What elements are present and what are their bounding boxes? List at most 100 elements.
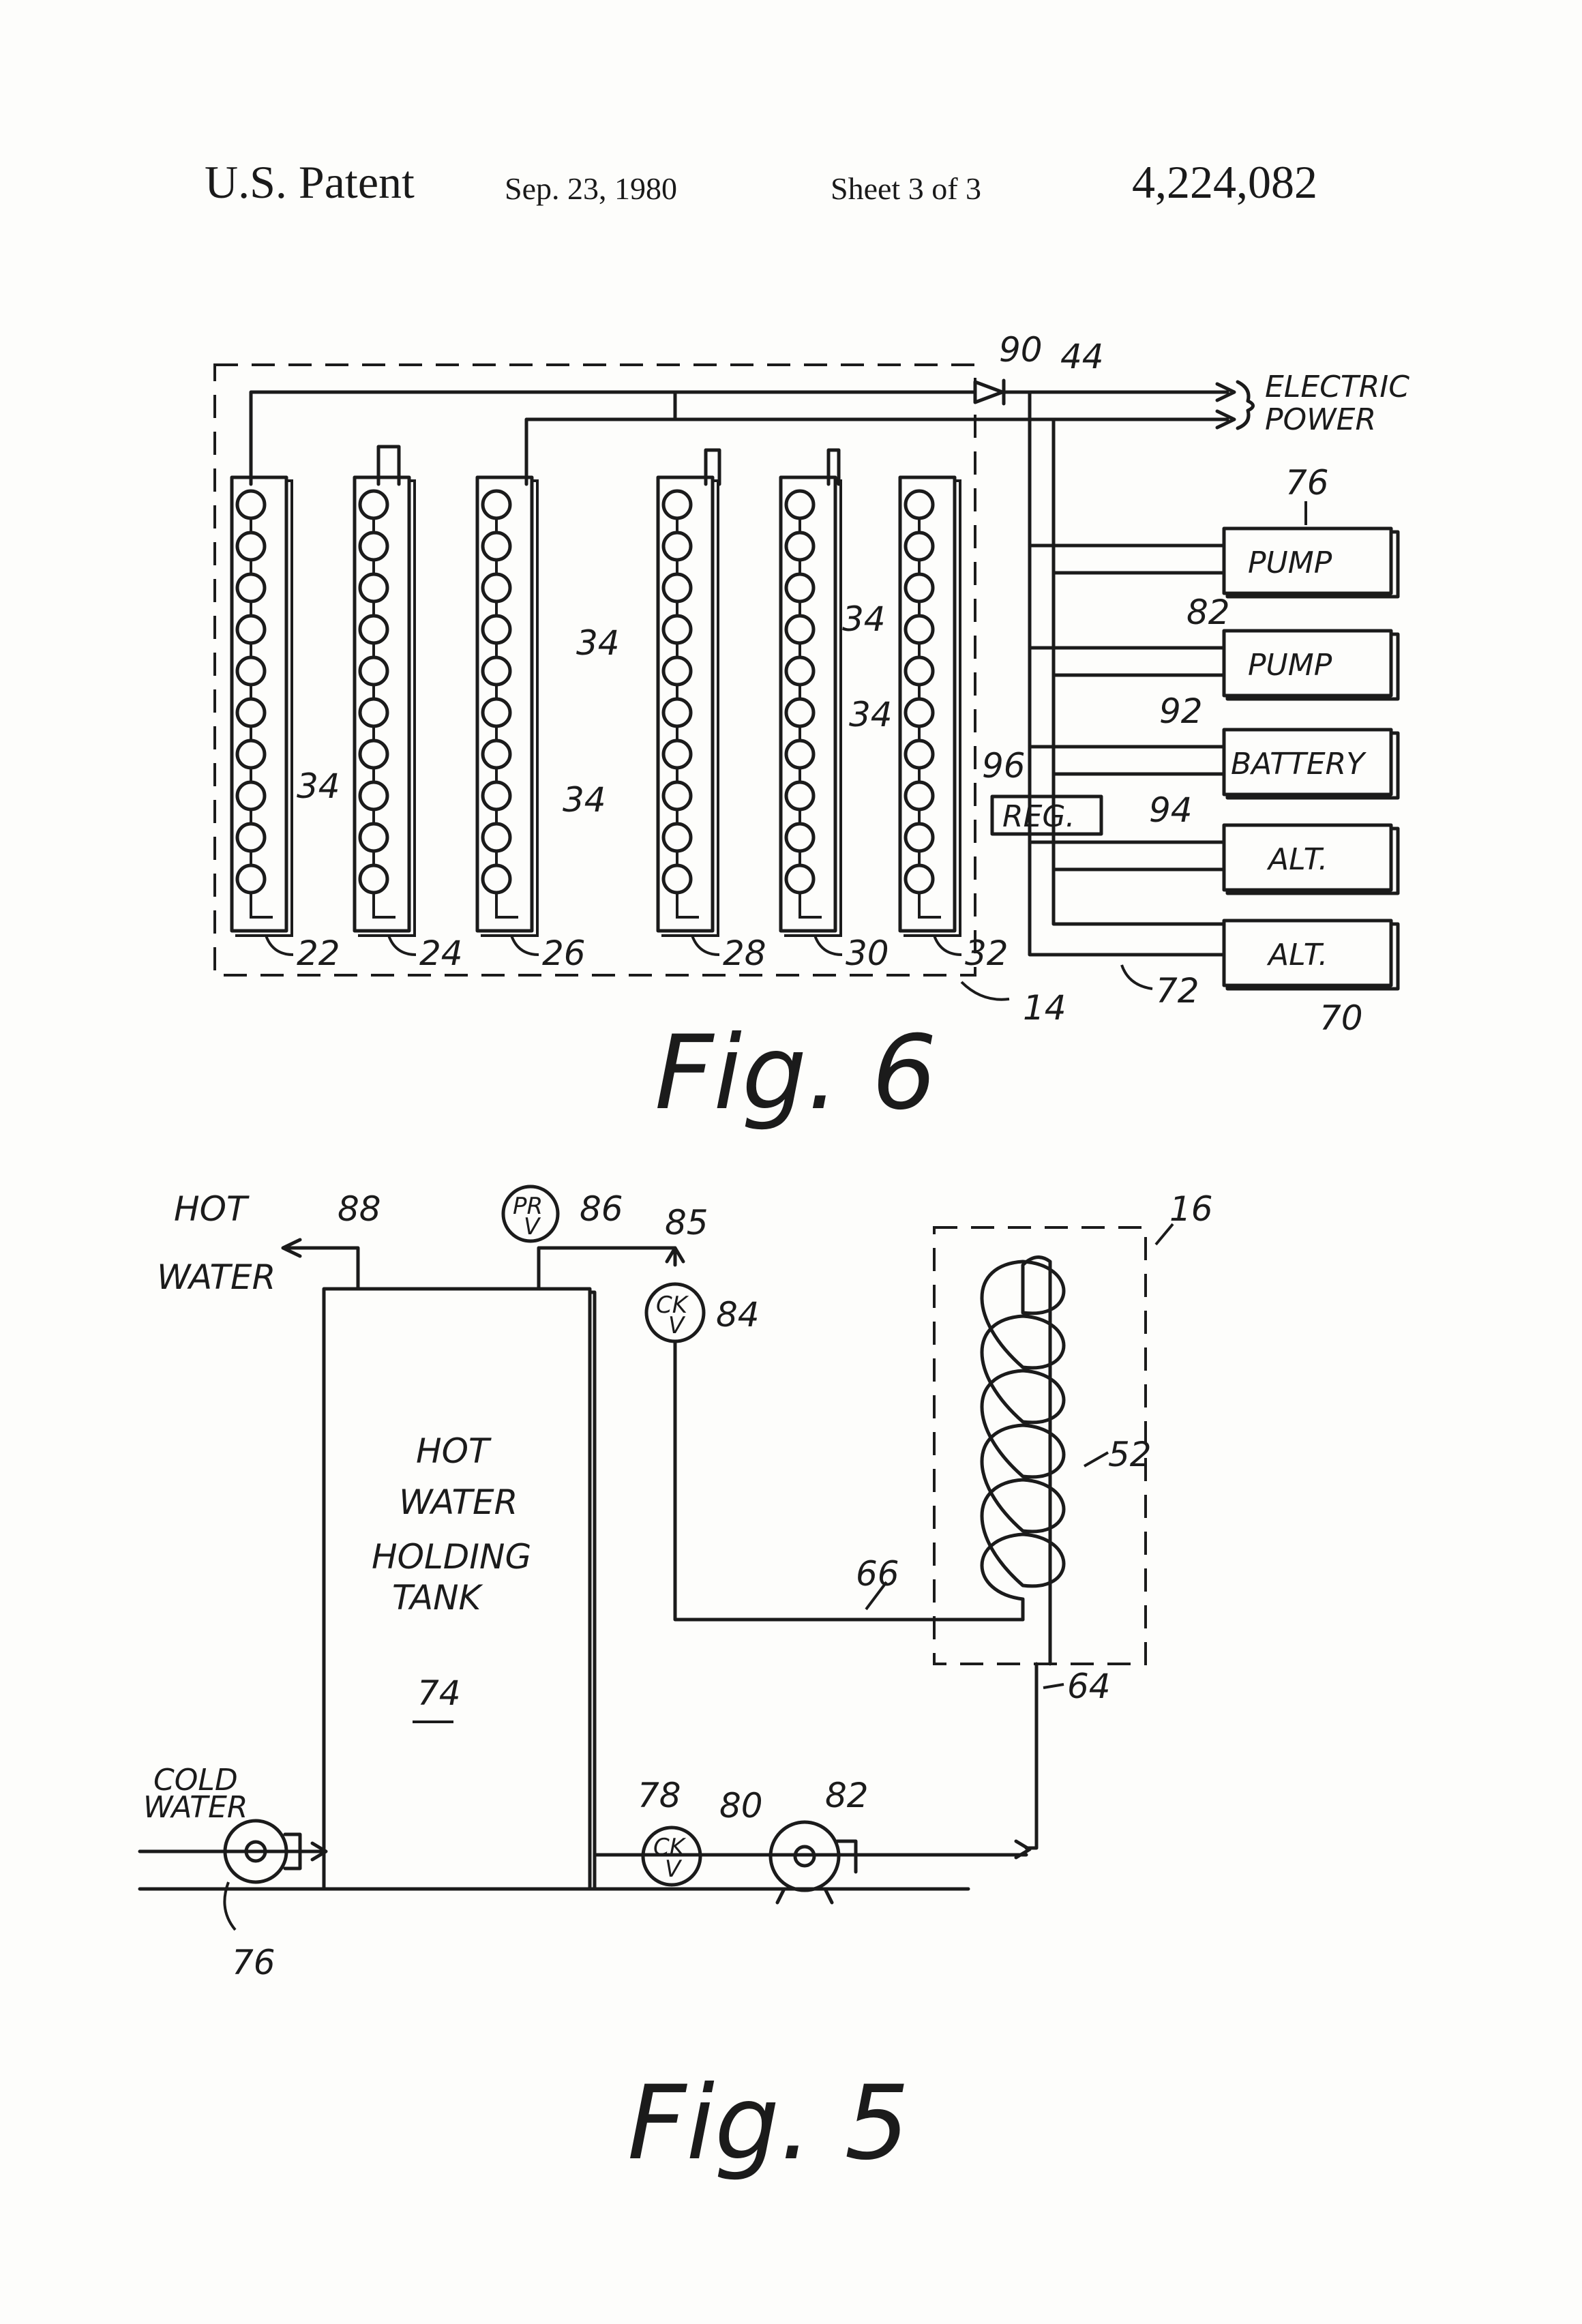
solar-cell bbox=[663, 657, 691, 685]
pump-82-label: PUMP bbox=[1248, 648, 1332, 683]
ref-86: 86 bbox=[580, 1189, 623, 1229]
power-label: POWER bbox=[1265, 402, 1376, 437]
ref-80: 80 bbox=[719, 1786, 763, 1826]
ref-92: 92 bbox=[1159, 691, 1203, 731]
solar-cell bbox=[786, 699, 814, 726]
panel-label-28: 28 bbox=[723, 934, 766, 973]
solar-cell bbox=[360, 865, 387, 893]
ckv84-label-bottom: V bbox=[668, 1312, 686, 1339]
ref-96: 96 bbox=[982, 746, 1026, 786]
solar-cell bbox=[786, 491, 814, 518]
tank-label-1: HOT bbox=[416, 1431, 492, 1471]
solar-cell bbox=[663, 782, 691, 809]
feed-line-secondary bbox=[1054, 419, 1224, 924]
ref-16: 16 bbox=[1169, 1189, 1213, 1229]
alt-70-label: ALT. bbox=[1266, 938, 1328, 972]
solar-cell bbox=[360, 699, 387, 726]
ref-44: 44 bbox=[1060, 337, 1104, 376]
solar-cell bbox=[906, 491, 933, 518]
ref-94: 94 bbox=[1149, 790, 1193, 830]
panel-label-26: 26 bbox=[542, 934, 586, 973]
solar-cell bbox=[237, 533, 265, 560]
solar-cell bbox=[483, 657, 510, 685]
solar-cell bbox=[360, 616, 387, 643]
solar-cell bbox=[360, 782, 387, 809]
solar-cell bbox=[663, 699, 691, 726]
tank-ref-74: 74 bbox=[417, 1673, 461, 1713]
solar-cell bbox=[237, 865, 265, 893]
ref-85: 85 bbox=[665, 1203, 708, 1242]
power-brace bbox=[1238, 382, 1253, 428]
panel-label-32: 32 bbox=[965, 934, 1009, 973]
pump-76-label: PUMP bbox=[1248, 546, 1332, 580]
solar-cell bbox=[237, 574, 265, 601]
hot-water-label-2: WATER bbox=[157, 1257, 275, 1297]
ref-66: 66 bbox=[856, 1554, 899, 1594]
solar-cell bbox=[483, 616, 510, 643]
cold-water-label-2: WATER bbox=[143, 1790, 248, 1825]
solar-cell bbox=[360, 741, 387, 768]
bus-line-upper bbox=[251, 392, 974, 484]
solar-cell bbox=[906, 741, 933, 768]
fig6-caption: Fig. 6 bbox=[655, 1014, 937, 1133]
solar-cell bbox=[237, 824, 265, 851]
solar-cell bbox=[237, 699, 265, 726]
leader-14 bbox=[961, 982, 1009, 1000]
solar-cell bbox=[360, 533, 387, 560]
solar-cell bbox=[786, 865, 814, 893]
solar-cell bbox=[663, 824, 691, 851]
solar-cell bbox=[483, 699, 510, 726]
solar-cell bbox=[360, 574, 387, 601]
solar-panel-24: 24 bbox=[355, 477, 463, 973]
bus-line-lower bbox=[526, 419, 948, 484]
solar-panel-26: 26 bbox=[477, 477, 586, 973]
tank-label-4: TANK bbox=[392, 1578, 484, 1618]
ref-76-fig5: 76 bbox=[232, 1943, 275, 1982]
prv-label-bottom: V bbox=[524, 1213, 541, 1240]
solar-cell bbox=[483, 533, 510, 560]
solar-cell bbox=[906, 782, 933, 809]
feed-line-64 bbox=[1026, 1664, 1036, 1848]
ref-78: 78 bbox=[638, 1776, 681, 1815]
solar-cell bbox=[483, 491, 510, 518]
ref-82-fig5: 82 bbox=[825, 1776, 869, 1815]
solar-cell bbox=[237, 616, 265, 643]
cell-label-b: 34 bbox=[563, 780, 606, 820]
solar-cell bbox=[906, 699, 933, 726]
cell-label-e: 34 bbox=[849, 695, 893, 734]
solar-cell bbox=[906, 657, 933, 685]
solar-cell bbox=[483, 741, 510, 768]
fig6-diagram: 222426283032 bbox=[215, 365, 1398, 1000]
solar-cell bbox=[906, 533, 933, 560]
solar-cell bbox=[360, 491, 387, 518]
solar-cell bbox=[786, 782, 814, 809]
fig5-caption: Fig. 5 bbox=[627, 2064, 910, 2183]
solar-cell bbox=[663, 574, 691, 601]
cell-label-d: 34 bbox=[842, 599, 886, 639]
solar-cell bbox=[906, 616, 933, 643]
cell-label-a: 34 bbox=[297, 766, 340, 806]
diode-90 bbox=[975, 382, 1002, 402]
solar-panel-32: 32 bbox=[900, 477, 1009, 973]
solar-cell bbox=[663, 491, 691, 518]
solar-cell bbox=[483, 824, 510, 851]
electric-label: ELECTRIC bbox=[1265, 370, 1409, 404]
ref-64: 64 bbox=[1067, 1667, 1111, 1706]
panel-label-24: 24 bbox=[419, 934, 463, 973]
solar-cell bbox=[360, 657, 387, 685]
ref-70: 70 bbox=[1319, 998, 1363, 1038]
leader-52 bbox=[1084, 1452, 1108, 1466]
solar-cell bbox=[483, 574, 510, 601]
solar-cell bbox=[237, 491, 265, 518]
leader-64 bbox=[1043, 1684, 1064, 1688]
solar-cell bbox=[786, 533, 814, 560]
solar-cell bbox=[663, 533, 691, 560]
ref-52: 52 bbox=[1108, 1435, 1152, 1474]
solar-cell bbox=[786, 824, 814, 851]
solar-cell bbox=[786, 574, 814, 601]
solar-cell bbox=[663, 616, 691, 643]
solar-panel-22: 22 bbox=[232, 477, 340, 973]
solar-cell bbox=[237, 657, 265, 685]
alt-94-label: ALT. bbox=[1266, 842, 1328, 877]
